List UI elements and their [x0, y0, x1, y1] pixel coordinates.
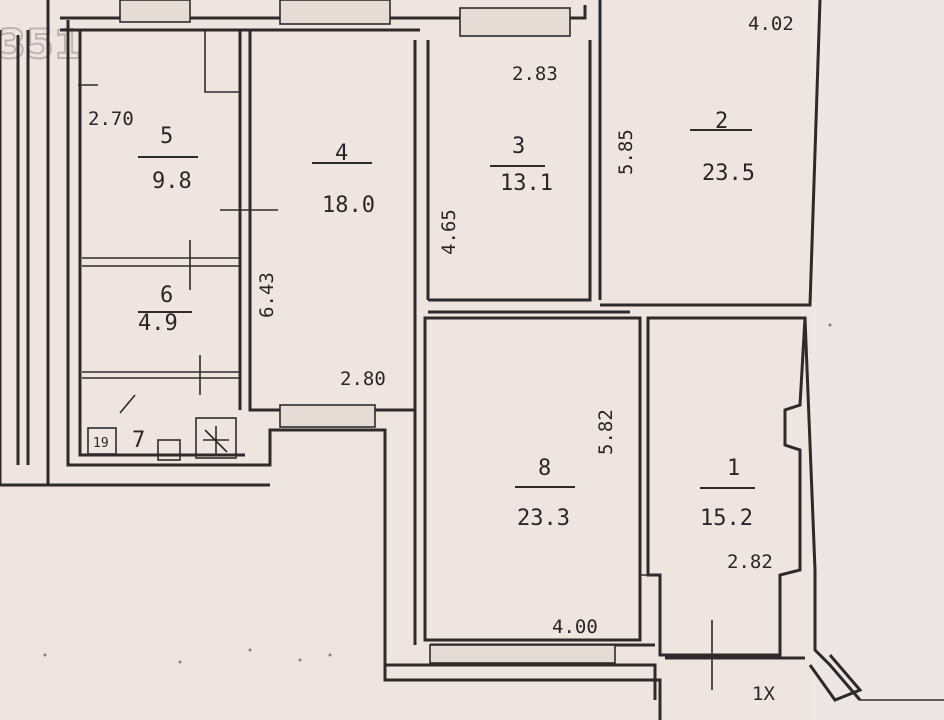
room-4-label: 4 18.0: [312, 141, 375, 218]
svg-text:18.0: 18.0: [322, 193, 375, 218]
dim-room5-top: 2.70: [88, 108, 134, 130]
svg-text:5: 5: [160, 124, 173, 149]
faint-marks: [43, 323, 832, 664]
dim-room3-side: 4.65: [438, 209, 460, 255]
svg-text:1: 1: [727, 456, 740, 481]
sink-icon: [195, 417, 237, 459]
drain-icon: [203, 426, 229, 454]
dim-room4-side: 6.43: [256, 272, 278, 318]
svg-text:8: 8: [538, 456, 551, 481]
svg-text:23.3: 23.3: [517, 506, 570, 531]
svg-text:7: 7: [132, 428, 145, 453]
svg-text:2: 2: [715, 109, 728, 134]
svg-text:13.1: 13.1: [500, 171, 553, 196]
svg-text:15.2: 15.2: [700, 506, 753, 531]
dim-room2-side: 5.85: [615, 129, 637, 175]
svg-text:4.9: 4.9: [138, 311, 178, 336]
dim-room2-top: 4.02: [748, 13, 794, 35]
dim-room3-top: 2.83: [512, 63, 558, 85]
dim-room8-bottom: 4.00: [552, 616, 598, 638]
room-7-label: 7: [132, 428, 145, 453]
svg-text:9.8: 9.8: [152, 169, 192, 194]
bathroom-fixtures: 19: [87, 394, 237, 461]
room-8-label: 8 23.3: [515, 456, 575, 531]
room-3-label: 3 13.1: [490, 134, 553, 196]
bathtub-icon: [87, 427, 117, 455]
room-6-label: 6 4.9: [138, 283, 192, 336]
svg-text:4: 4: [335, 141, 348, 166]
svg-text:6: 6: [160, 283, 173, 308]
room-5-label: 5 9.8: [138, 124, 198, 194]
right-margin: [810, 0, 944, 720]
dim-room4-bottom: 2.80: [340, 368, 386, 390]
bathtub-label: 19: [93, 436, 109, 451]
svg-text:3: 3: [512, 134, 525, 159]
dim-room8-side: 5.82: [595, 409, 617, 455]
svg-text:23.5: 23.5: [702, 161, 755, 186]
dim-room1-side: 2.82: [727, 551, 773, 573]
door-arc-icon: [119, 394, 136, 414]
toilet-icon: [157, 439, 181, 461]
room-1-label: 1 15.2: [700, 456, 755, 531]
stair-label: 1X: [752, 683, 775, 705]
room-2-label: 2 23.5: [690, 109, 755, 186]
